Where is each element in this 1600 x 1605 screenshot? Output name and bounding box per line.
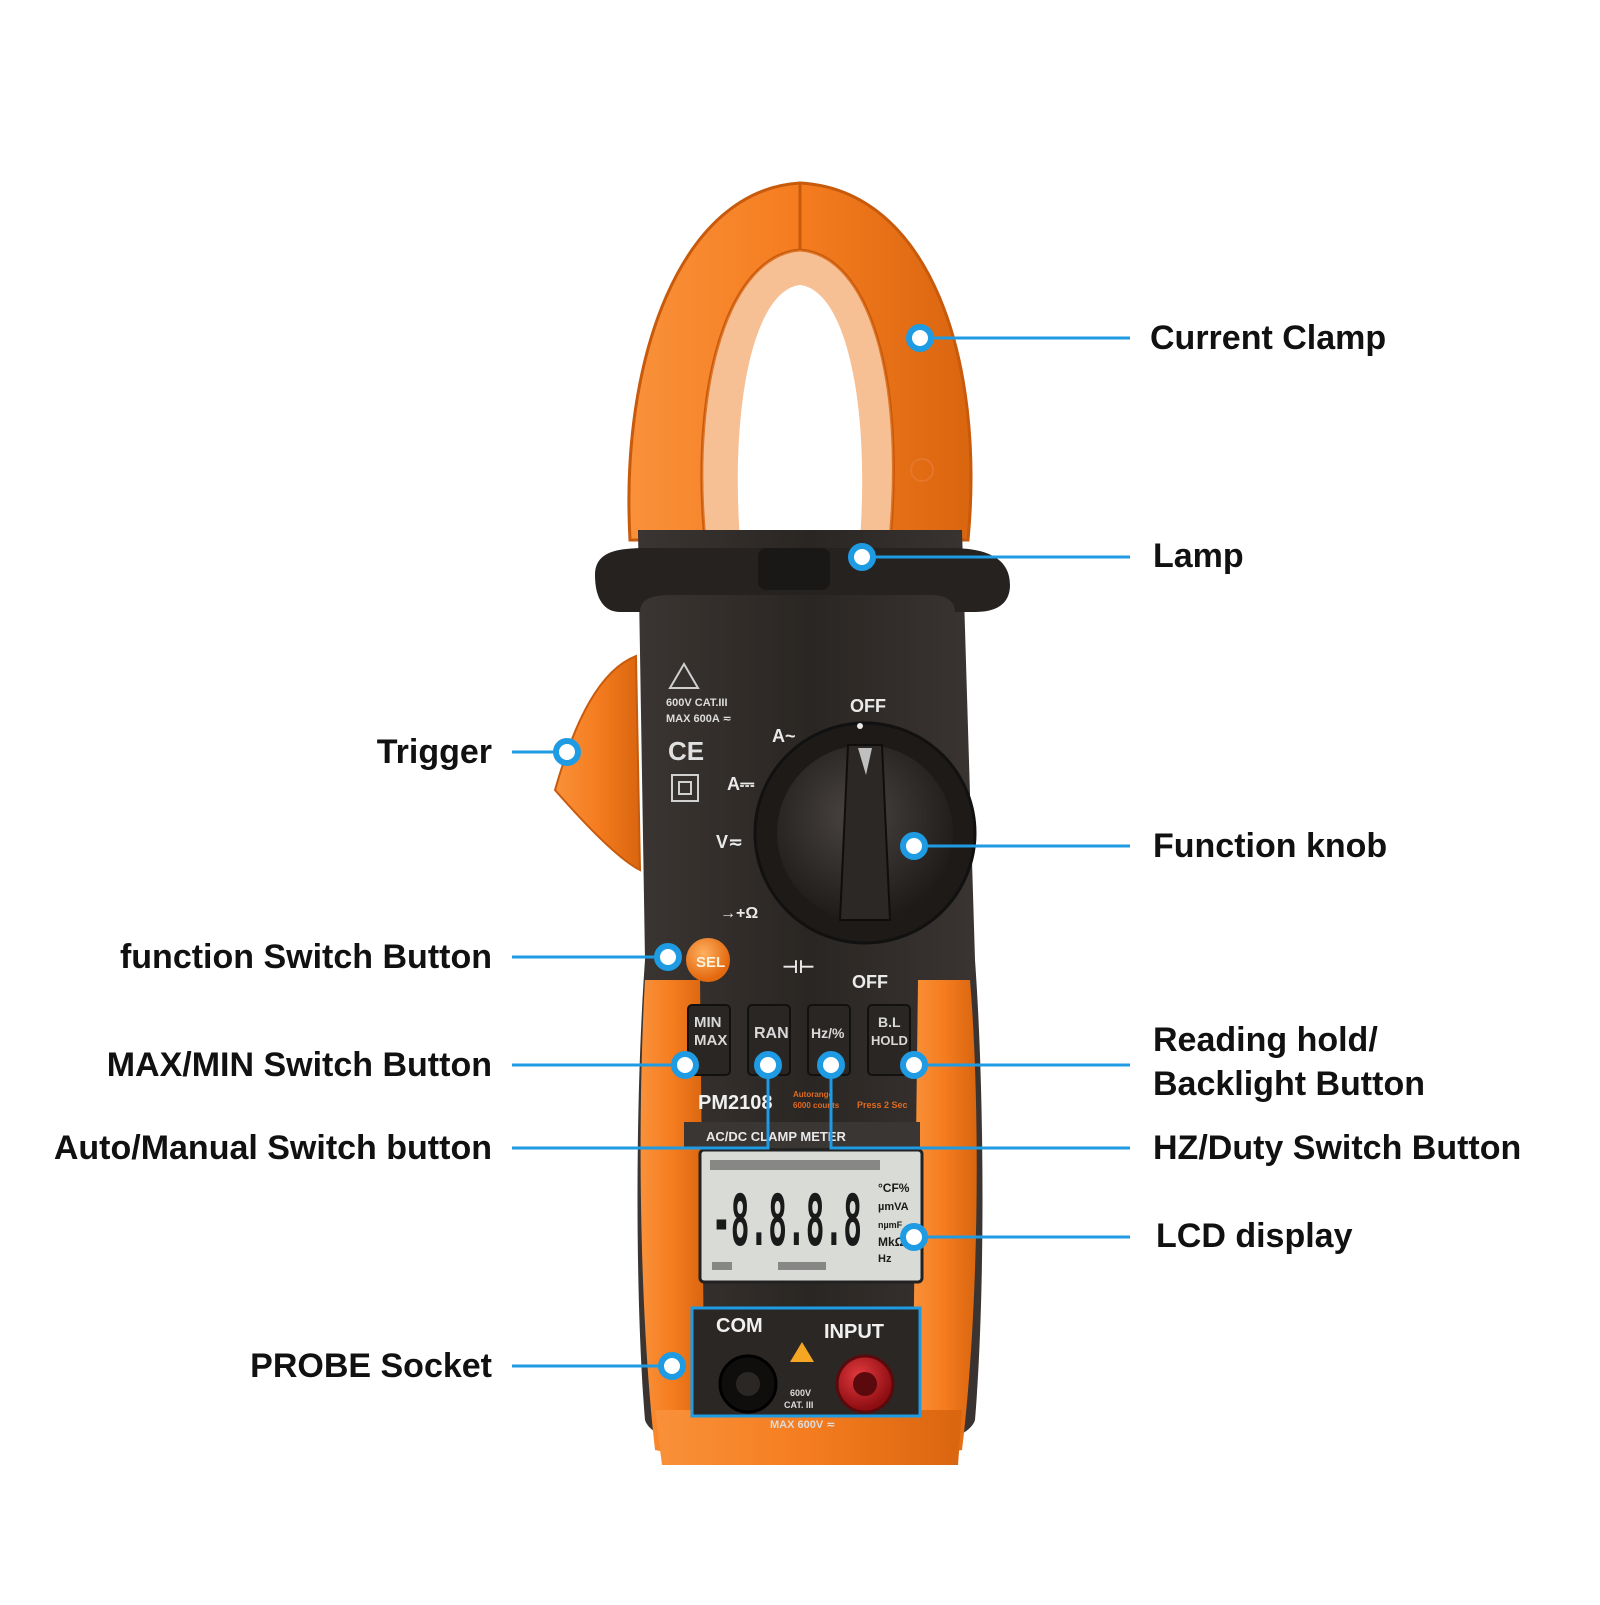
knob-a-ac: A~ <box>772 726 796 746</box>
probe-sockets: COM INPUT 600V CAT. III <box>690 1306 922 1418</box>
range-label: RAN <box>754 1025 789 1042</box>
dot-lcd <box>900 1223 928 1251</box>
trigger[interactable] <box>553 654 642 872</box>
minmax-button[interactable]: MIN MAX <box>687 1004 731 1076</box>
autorange-text: Autorange <box>793 1090 834 1099</box>
label-auto-manual: Auto/Manual Switch button <box>53 1129 492 1167</box>
sel-button-label: SEL <box>696 954 725 971</box>
socket-max-rating: MAX 600V ≂ <box>770 1419 835 1431</box>
dot-current-clamp <box>906 324 934 352</box>
function-knob[interactable] <box>753 721 977 945</box>
label-lamp: Lamp <box>1153 537 1244 575</box>
knob-a-dc: A⎓ <box>727 774 755 794</box>
dot-function-knob <box>900 832 928 860</box>
lcd-digits: -8.8.8.8 <box>712 1180 862 1262</box>
warning-triangle-icon <box>668 662 700 689</box>
label-probe-socket: PROBE Socket <box>250 1347 492 1385</box>
socket-input-label: INPUT <box>824 1321 884 1343</box>
label-function-knob: Function knob <box>1153 827 1388 865</box>
dot-auto-manual <box>754 1051 782 1079</box>
label-trigger: Trigger <box>376 733 492 771</box>
lcd-display: AC/DC CLAMP METER -8.8.8.8 °CF% µmVA nµm… <box>684 1122 924 1284</box>
ce-mark: CE <box>668 736 704 766</box>
dot-maxmin <box>671 1051 699 1079</box>
dot-hz-duty <box>817 1051 845 1079</box>
minmax-label-bottom: MAX <box>694 1032 727 1049</box>
socket-warning-icon <box>790 1342 814 1362</box>
counts-text: 6000 counts <box>793 1101 840 1110</box>
dot-trigger <box>553 738 581 766</box>
dot-lamp <box>848 543 876 571</box>
leader-auto-manual <box>512 1065 770 1150</box>
knob-capacitance: ⊣⊢ <box>782 957 815 977</box>
knob-diode-ohm: →+Ω <box>720 905 758 922</box>
socket-com-label: COM <box>716 1315 763 1337</box>
callout-lines <box>512 336 1130 1368</box>
rating-line-2: MAX 600A ≂ <box>666 713 732 725</box>
label-lcd-display: LCD display <box>1156 1217 1353 1255</box>
hold-button[interactable]: B.L HOLD <box>867 1004 911 1076</box>
label-reading-hold-2: Backlight Button <box>1153 1065 1425 1103</box>
meter-name: AC/DC CLAMP METER <box>706 1129 846 1144</box>
rating-line-1: 600V CAT.III <box>666 697 728 709</box>
label-hz-duty: HZ/Duty Switch Button <box>1153 1129 1522 1167</box>
label-reading-hold-1: Reading hold/ <box>1153 1021 1378 1059</box>
minmax-label-top: MIN <box>694 1014 722 1031</box>
knob-off-bottom: OFF <box>852 972 888 992</box>
knob-v: V≂ <box>716 832 743 852</box>
sel-button[interactable]: SEL <box>686 938 730 982</box>
press-text: Press 2 Sec <box>857 1100 908 1110</box>
hold-label-bottom: HOLD <box>871 1033 908 1048</box>
dot-reading-hold <box>900 1051 928 1079</box>
dot-probe-socket <box>658 1352 686 1380</box>
hz-label: Hz/% <box>811 1025 845 1041</box>
knob-off-top: OFF <box>850 696 886 716</box>
socket-rating-1: 600V <box>790 1388 811 1398</box>
model-name: PM2108 <box>698 1092 773 1114</box>
dot-function-switch <box>654 943 682 971</box>
lamp <box>595 548 1010 612</box>
label-function-switch: function Switch Button <box>119 938 492 976</box>
label-maxmin-switch: MAX/MIN Switch Button <box>106 1046 492 1084</box>
current-clamp[interactable] <box>627 181 973 542</box>
lcd-units-3: nµmF <box>878 1220 903 1230</box>
lcd-units-2: µmVA <box>878 1201 909 1213</box>
lcd-units-4: MkΩ <box>878 1235 905 1249</box>
leader-hz-duty <box>829 1065 1130 1150</box>
lcd-units-1: °CF% <box>878 1181 910 1195</box>
lcd-units-5: Hz <box>878 1253 892 1265</box>
double-insulation-icon <box>671 774 699 802</box>
callout-dots <box>553 324 934 1380</box>
label-current-clamp: Current Clamp <box>1150 319 1387 357</box>
socket-rating-2: CAT. III <box>784 1400 813 1410</box>
hold-label-top: B.L <box>878 1014 901 1030</box>
